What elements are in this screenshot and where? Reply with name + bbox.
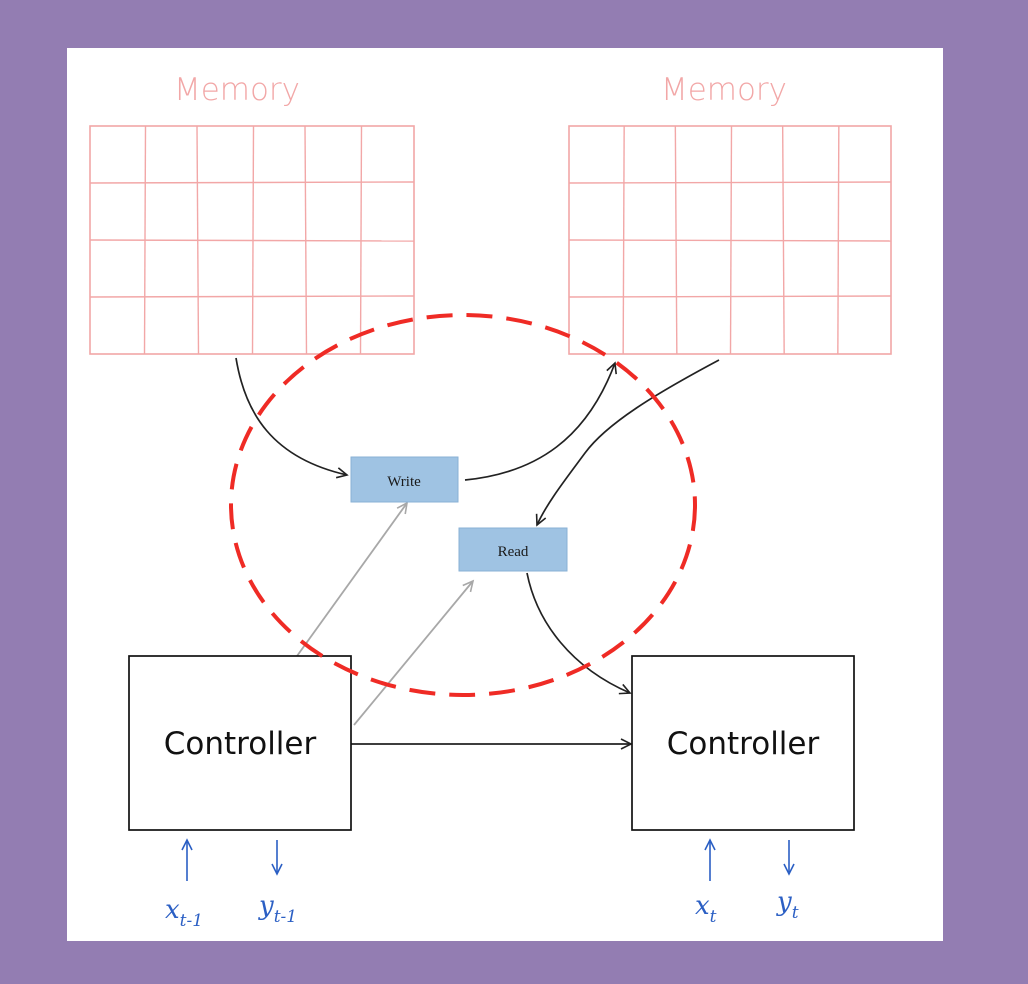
input-label-left: xt-1 bbox=[165, 895, 203, 931]
memory-left-title: Memory bbox=[174, 72, 300, 108]
write-op-label: Write bbox=[387, 474, 421, 490]
controller-right-box bbox=[631, 655, 855, 831]
read-op-label: Read bbox=[498, 544, 529, 560]
read-op-box bbox=[458, 527, 568, 572]
write-op: Write bbox=[350, 456, 459, 503]
memory-to-write-arrow bbox=[235, 357, 349, 479]
controller-to-read-arrow bbox=[353, 579, 475, 726]
read-op: Read bbox=[458, 527, 568, 572]
memory-right-title: Memory bbox=[661, 72, 787, 108]
controller-right-label: Controller bbox=[667, 726, 820, 762]
memory-grid-row-line bbox=[568, 239, 892, 242]
controller-left-box bbox=[128, 655, 352, 831]
memory-to-read-arrow bbox=[535, 359, 720, 527]
memory-grid-row-line bbox=[89, 239, 415, 242]
diagram-panel: Memory Memory Write Read Controller Cont… bbox=[67, 48, 943, 941]
memory-grid-column-line bbox=[359, 125, 363, 355]
write-op-box bbox=[350, 456, 459, 503]
controller-to-write-arrow bbox=[296, 501, 409, 657]
memory-grid-row-line bbox=[568, 295, 892, 298]
output-label-left: yt-1 bbox=[258, 891, 297, 927]
input-label-right: xt bbox=[695, 891, 717, 927]
controller-left: Controller bbox=[128, 655, 352, 831]
memory-left-grid bbox=[89, 125, 415, 355]
memory-right-grid bbox=[568, 125, 892, 355]
memory-grid-row-line bbox=[568, 181, 892, 184]
read-to-controller-arrow bbox=[526, 572, 632, 695]
output-label-right: yt bbox=[776, 887, 799, 923]
controller-left-label: Controller bbox=[164, 726, 317, 762]
controller-right: Controller bbox=[631, 655, 855, 831]
ntm-diagram: Memory Memory Write Read Controller Cont… bbox=[89, 72, 892, 931]
memory-grid-column-line bbox=[837, 125, 840, 355]
memory-grid-row-line bbox=[89, 295, 415, 298]
write-to-memory-arrow bbox=[464, 361, 617, 481]
dashed-highlight-circle-icon bbox=[229, 313, 697, 697]
memory-grid-row-line bbox=[89, 181, 415, 184]
